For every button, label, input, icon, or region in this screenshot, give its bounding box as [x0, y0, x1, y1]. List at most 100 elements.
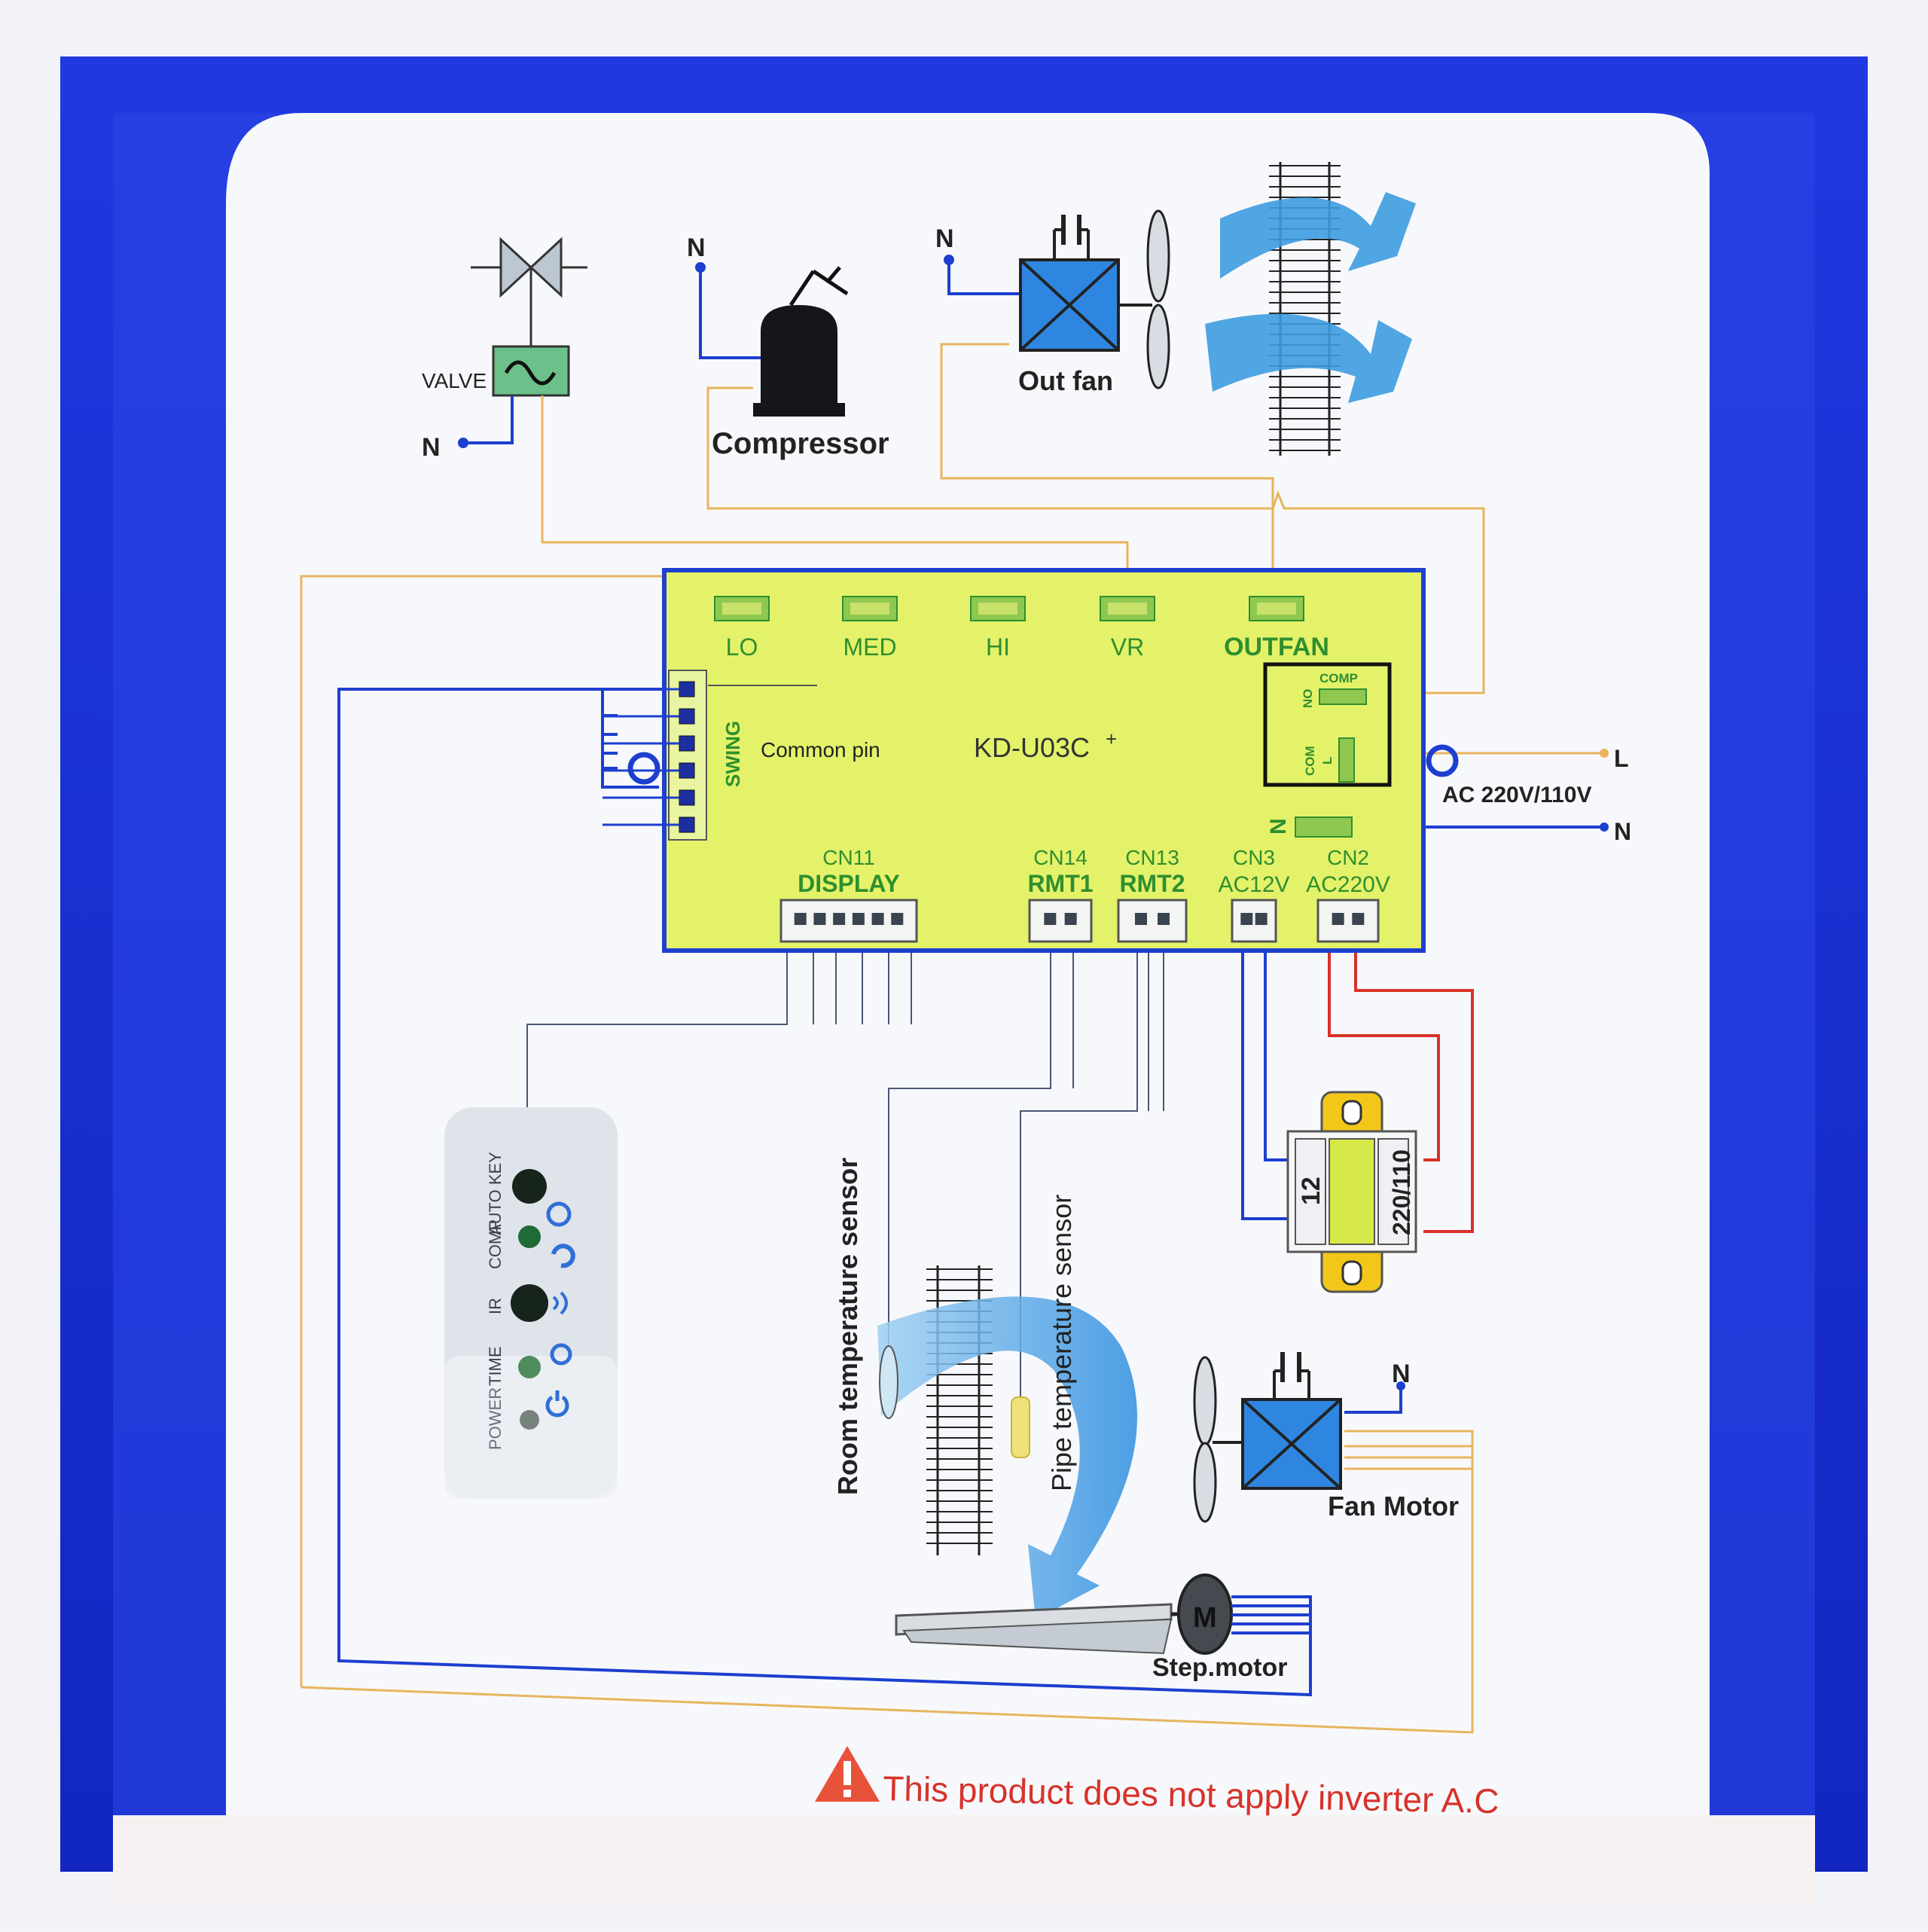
connector-rmt1 [1028, 899, 1093, 943]
bottom-connectors: CN11DISPLAYCN14RMT1CN13RMT2CN3AC12VCN2AC… [779, 846, 1390, 943]
board-mount-hole-right [1426, 744, 1459, 777]
valve-icon [471, 237, 587, 397]
connector-pin [813, 913, 826, 925]
valve-n-dot [458, 438, 468, 448]
board-mount-hole-left [627, 752, 660, 785]
compressor-n-label: N [687, 233, 706, 262]
terminal-vr-slot [1108, 603, 1147, 615]
terminal-hi-label: HI [986, 633, 1010, 661]
connector-pin [891, 913, 904, 925]
control-board [662, 568, 1426, 953]
terminal-lo-slot [722, 603, 761, 615]
terminal-hi-slot [978, 603, 1017, 615]
white-card [226, 113, 1710, 1815]
terminal-vr-label: VR [1111, 633, 1144, 661]
power-icon [545, 1390, 569, 1418]
compressor-icon [753, 266, 849, 417]
connector-display-code: CN11 [822, 846, 875, 869]
room-sensor-probe [879, 1345, 898, 1419]
outfan-label: Out fan [1018, 365, 1113, 396]
compressor-label: Compressor [712, 427, 889, 460]
swing-pin [679, 762, 695, 779]
comp-led [518, 1225, 541, 1248]
swing-pin [679, 816, 695, 833]
connector-rmt1-name: RMT1 [1027, 870, 1093, 897]
bottom-fade [113, 1815, 1815, 1906]
pipe-sensor-probe [1011, 1396, 1030, 1458]
transformer-icon [1286, 1091, 1417, 1293]
valve-n-label: N [422, 433, 441, 462]
relay-l-label: L [1320, 757, 1335, 765]
connector-pin [1255, 913, 1268, 925]
transformer-low-label: 12 [1297, 1177, 1326, 1205]
fan-motor-label: Fan Motor [1328, 1491, 1459, 1521]
l-terminal-dot [1600, 749, 1609, 758]
connector-pin [1044, 913, 1057, 925]
relay-no-label: NO [1301, 689, 1315, 709]
swing-pin [679, 789, 695, 806]
connector-pin [1352, 913, 1365, 925]
power-wires-red [1328, 923, 1474, 1233]
common-pin-label: Common pin [761, 738, 880, 762]
compressor-n-wire [699, 267, 764, 359]
board-model: KD-U03C [974, 732, 1090, 763]
outfan-motor-icon [1019, 209, 1170, 389]
fanmotor-n-dot [1396, 1381, 1405, 1390]
ir-receiver [511, 1284, 548, 1322]
swing-connector [668, 670, 707, 841]
auto-key-label: AUTO KEY [486, 1152, 505, 1235]
power-label-panel: POWER [486, 1387, 505, 1450]
connector-pin [871, 913, 884, 925]
auto-icon [546, 1201, 572, 1227]
connector-pin [794, 913, 807, 925]
compressor-n-dot [695, 262, 706, 273]
connector-pin [1332, 913, 1344, 925]
comp-label: COMP [486, 1219, 505, 1269]
connector-ac220v [1316, 899, 1380, 943]
indoor-airflow-arrow [877, 1296, 1137, 1619]
connector-rmt2-code: CN13 [1125, 846, 1179, 869]
n-out-label: N [1614, 818, 1631, 845]
auto-key-button[interactable] [512, 1169, 547, 1204]
outfan-n-wire [947, 260, 1020, 295]
connector-display-name: DISPLAY [798, 870, 900, 897]
relay-comp-label: COMP [1319, 671, 1358, 685]
terminal-med-slot [850, 603, 889, 615]
connector-pin [1240, 913, 1253, 925]
swing-label: SWING [721, 721, 744, 787]
connector-ac12v-code: CN3 [1233, 846, 1275, 869]
relay-com-label: COM [1303, 746, 1317, 776]
swing-pin [679, 708, 695, 725]
n-terminal-dot [1600, 823, 1609, 832]
display-panel: AUTO KEY COMP IR TIME POWER [444, 1107, 618, 1499]
l-label: L [1614, 745, 1629, 772]
valve-label: VALVE [422, 369, 487, 392]
valve-n-wire [463, 395, 514, 444]
power-led [520, 1410, 539, 1430]
time-label: TIME [486, 1346, 505, 1386]
room-sensor-label: Room temperature sensor [832, 1158, 863, 1495]
connector-rmt2 [1117, 899, 1188, 943]
step-motor-label: Step.motor [1152, 1653, 1287, 1682]
connector-ac220v-name: AC220V [1306, 872, 1390, 897]
display-wires [526, 942, 1164, 1397]
transformer-high-label: 220/110 [1388, 1149, 1415, 1235]
connector-pin [1158, 913, 1170, 925]
relay-no-terminal [1319, 688, 1367, 705]
terminal-outfan-slot [1257, 603, 1296, 615]
timer-icon [550, 1343, 572, 1366]
connector-ac12v [1231, 899, 1277, 943]
power-label: AC 220V/110V [1442, 783, 1591, 807]
outfan-n-dot [944, 255, 954, 265]
relay-box [1263, 662, 1392, 787]
board-n-label: N [1266, 818, 1291, 835]
connector-rmt1-code: CN14 [1033, 846, 1088, 869]
connector-rmt2-name: RMT2 [1119, 870, 1185, 897]
swing-pin [679, 735, 695, 752]
connector-pin [1135, 913, 1147, 925]
pipe-sensor-label: Pipe temperature sensor [1046, 1195, 1077, 1491]
connector-ac220v-code: CN2 [1327, 846, 1369, 869]
board-n-terminal [1295, 816, 1353, 838]
